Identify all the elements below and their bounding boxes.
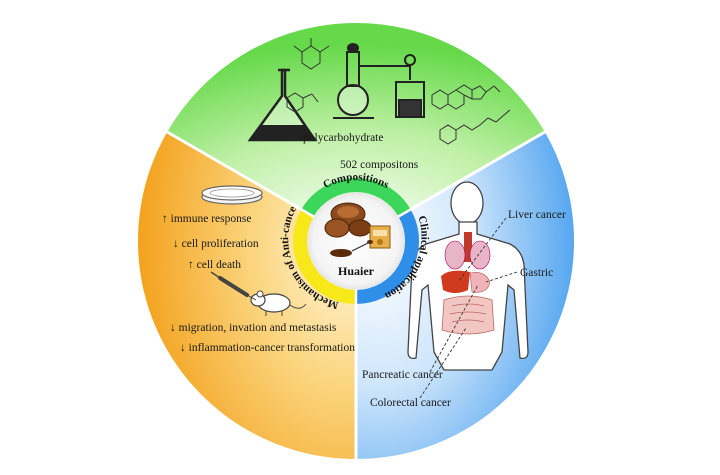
steroid-structure-icon: [431, 84, 501, 110]
clinical-gastric: Gastric: [520, 267, 553, 279]
molecule-structure-icon-1: [293, 38, 330, 70]
huaier-liquid-icon: [330, 240, 373, 257]
mechanism-item-migration: ↓ migration, invation and metastasis: [170, 322, 337, 334]
ring-segment-compositions: [301, 178, 411, 217]
erlenmeyer-flask-icon: [247, 68, 318, 142]
syringe-icon: [210, 271, 257, 301]
compositions-count-label: 502 compositons: [340, 159, 419, 171]
huaier-granule-package-icon: [369, 225, 391, 249]
mechanism-item-cell-proliferation: ↓ cell proliferation: [173, 238, 259, 250]
polycarbohydrate-label: polycarbohydrate: [303, 132, 383, 144]
petri-dish-icon: [201, 185, 263, 205]
mechanism-item-cell-death: ↑ cell death: [188, 259, 241, 271]
internal-organs: [441, 232, 495, 335]
ring-segment-mechanism: [293, 209, 357, 304]
molecule-structure-icon-2: [286, 92, 319, 113]
mechanism-item-inflammation: ↓ inflammation-cancer transformation: [180, 342, 355, 354]
distillation-apparatus-icon: [333, 43, 425, 119]
clinical-liver-cancer: Liver cancer: [508, 209, 566, 221]
organ-pointer-lines: [419, 217, 518, 399]
mechanism-item-immune-response: ↑ immune response: [162, 213, 251, 225]
fatty-acid-structure-icon: [439, 109, 511, 145]
mouse-icon: [250, 290, 307, 316]
center-title: Huaier: [338, 264, 375, 278]
huaier-mushroom-icon: [324, 202, 372, 238]
clinical-pancreatic-cancer: Pancreatic cancer: [362, 369, 443, 381]
clinical-colorectal-cancer: Colorectal cancer: [370, 397, 451, 409]
ring-segment-clinical: [355, 209, 419, 304]
ring-gaps: [299, 207, 413, 305]
